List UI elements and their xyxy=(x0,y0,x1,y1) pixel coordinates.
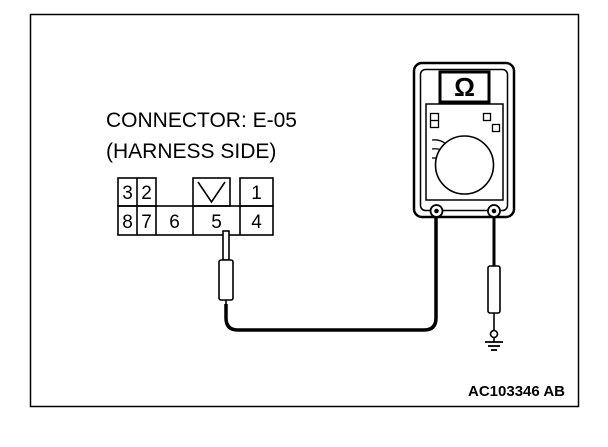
pin-7: 7 xyxy=(141,212,152,233)
pin-1: 1 xyxy=(251,183,262,204)
connector-e05 xyxy=(117,177,274,236)
ohmmeter: Ω xyxy=(412,61,516,219)
figure-frame xyxy=(29,13,580,408)
pin-2: 2 xyxy=(141,183,152,204)
ground-symbol-icon xyxy=(485,341,503,351)
connector-lock-icon xyxy=(197,181,226,204)
ohm-symbol: Ω xyxy=(454,72,475,102)
pin-4: 4 xyxy=(251,212,262,233)
pin5-probe xyxy=(218,230,234,304)
test-lead-wire xyxy=(224,212,438,332)
meter-display xyxy=(438,70,491,104)
connector-subtitle: (HARNESS SIDE) xyxy=(106,140,276,163)
pin-5: 5 xyxy=(211,212,222,233)
pin-6: 6 xyxy=(169,212,180,233)
figure-code: AC103346 AB xyxy=(468,383,565,400)
meter-range-knob xyxy=(434,135,495,195)
pin-3: 3 xyxy=(122,183,133,204)
pin-8: 8 xyxy=(122,212,133,233)
ground-lead xyxy=(487,217,501,342)
connector-title: CONNECTOR: E-05 xyxy=(106,109,297,132)
